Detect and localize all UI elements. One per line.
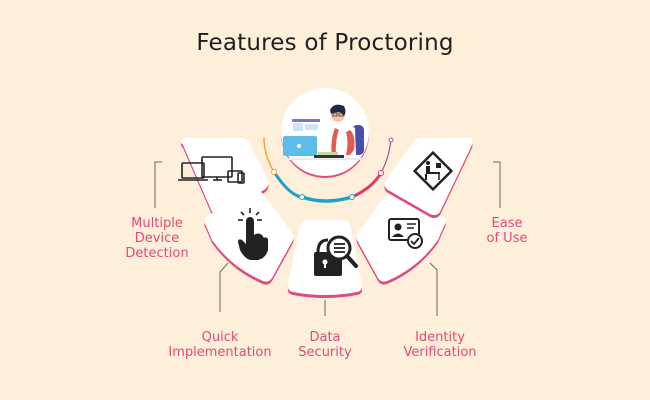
connector-ease-of-use xyxy=(493,161,501,208)
page-title: Features of Proctoring xyxy=(196,30,454,56)
arc-dots xyxy=(271,137,394,200)
label-identity-verification: Identity Verification xyxy=(385,330,495,360)
feature-card-data-security xyxy=(287,220,363,298)
devices-icon xyxy=(178,156,245,184)
label-data-security: Data Security xyxy=(285,330,365,360)
workstation-sign-icon xyxy=(412,150,454,192)
feature-card-identity-verification xyxy=(356,190,446,285)
label-line: Implementation xyxy=(168,345,272,360)
label-line: Detection xyxy=(125,246,189,261)
person-at-laptop-illustration xyxy=(282,104,368,160)
feature-card-ease-of-use xyxy=(384,138,473,219)
label-line: Verification xyxy=(403,345,477,360)
label-line: Identity xyxy=(415,330,465,345)
connectors xyxy=(154,161,501,316)
label-line: Security xyxy=(298,345,352,360)
connector-quick-implementation xyxy=(219,262,229,312)
connector-identity-verification xyxy=(429,262,438,316)
center-illustration xyxy=(281,88,369,178)
lock-search-icon xyxy=(314,235,358,276)
label-line: Ease xyxy=(491,216,523,231)
label-quick-implementation: Quick Implementation xyxy=(160,330,280,360)
feature-card-quick-implementation xyxy=(204,190,294,285)
label-line: Multiple xyxy=(131,216,183,231)
pointer-hand-icon xyxy=(238,208,268,260)
label-line: Device xyxy=(134,231,180,246)
label-line: Quick xyxy=(201,330,239,345)
label-line: of Use xyxy=(486,231,528,246)
label-ease-of-use: Ease of Use xyxy=(472,216,542,246)
id-card-check-icon xyxy=(388,218,423,249)
label-multiple-device-detection: Multiple Device Detection xyxy=(112,216,202,261)
label-line: Data xyxy=(309,330,341,345)
connector-multiple-device xyxy=(154,161,162,208)
